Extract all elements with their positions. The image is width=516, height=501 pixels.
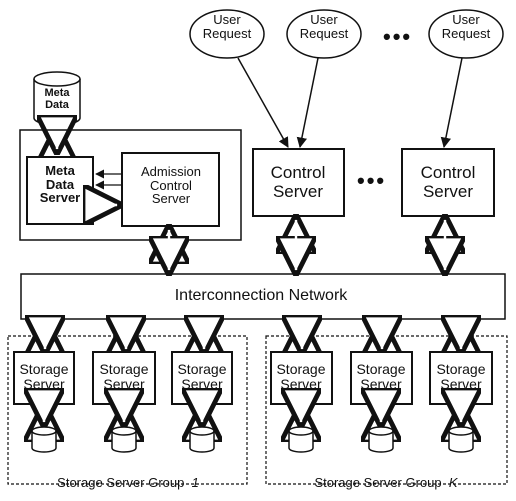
request-arrow-1 bbox=[237, 57, 289, 148]
management-cluster-frame bbox=[19, 129, 242, 241]
storage-group-1-title: Storage Server Group bbox=[57, 474, 185, 490]
user-request-ellipsis: ••• bbox=[383, 24, 413, 49]
storage-group-1-label: Storage Server Group 1 bbox=[8, 462, 248, 489]
admission-control-server-label: Admission Control Server bbox=[141, 164, 201, 207]
storage-group-k-title: Storage Server Group bbox=[314, 474, 442, 490]
disk-icon-2 bbox=[111, 431, 137, 453]
meta-data-server-label: Meta Data Server bbox=[39, 163, 81, 206]
interconnection-network-label: Interconnection Network bbox=[174, 287, 348, 304]
admission-control-server-box bbox=[121, 152, 220, 227]
user-request-node-2 bbox=[286, 9, 362, 59]
user-request-node-3 bbox=[428, 9, 504, 59]
control-server-box-2 bbox=[401, 148, 495, 217]
control-server-label-1: Control Server bbox=[270, 163, 326, 202]
disk-icon-6 bbox=[448, 431, 474, 453]
storage-group-1-frame bbox=[7, 335, 248, 485]
storage-server-label-2: Storage Server bbox=[99, 361, 149, 392]
storage-server-label-6: Storage Server bbox=[436, 361, 486, 392]
disk-icon-3 bbox=[189, 431, 215, 453]
control-server-label-2: Control Server bbox=[420, 163, 476, 202]
storage-server-label-1: Storage Server bbox=[19, 361, 69, 392]
disk-icons bbox=[31, 426, 474, 453]
storage-group-k-label: Storage Server Group K bbox=[266, 462, 506, 489]
user-request-label-2: User Request bbox=[299, 12, 349, 41]
user-request-node-1 bbox=[189, 9, 265, 59]
storage-server-label-4: Storage Server bbox=[276, 361, 326, 392]
user-request-label-1: User Request bbox=[202, 12, 252, 41]
storage-server-label-3: Storage Server bbox=[177, 361, 227, 392]
network-links-bottom bbox=[45, 321, 461, 351]
storage-server-label-5: Storage Server bbox=[356, 361, 406, 392]
interconnection-network-bar bbox=[20, 273, 506, 320]
storage-group-1-index: 1 bbox=[191, 474, 199, 490]
meta-data-store-label: Meta Data bbox=[44, 87, 70, 111]
request-arrow-2 bbox=[296, 57, 319, 149]
disk-icon-1 bbox=[31, 431, 57, 453]
user-request-label-3: User Request bbox=[441, 12, 491, 41]
disk-icon-4 bbox=[288, 431, 314, 453]
request-arrow-3 bbox=[440, 57, 463, 149]
network-links-top bbox=[169, 218, 445, 272]
disk-links bbox=[44, 406, 461, 424]
storage-group-k-index: K bbox=[448, 474, 458, 490]
control-server-ellipsis: ••• bbox=[357, 168, 387, 193]
disk-icon-5 bbox=[368, 431, 394, 453]
